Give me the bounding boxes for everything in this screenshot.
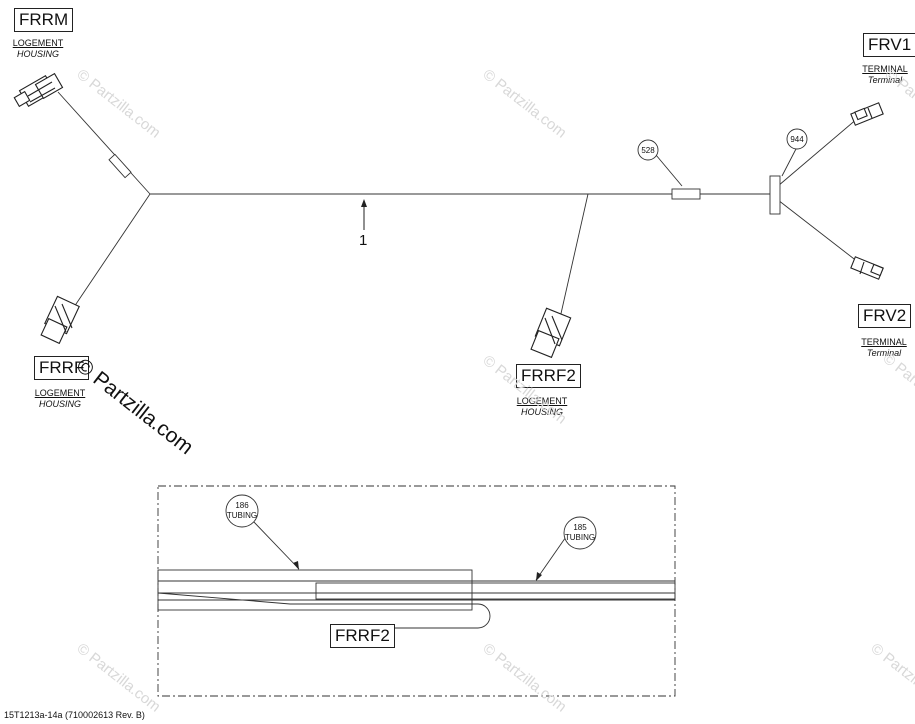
- frv1-desc-en: Terminal: [867, 75, 903, 85]
- frrf2-desc-fr: LOGEMENT: [516, 396, 568, 406]
- frv1-terminal-icon: [850, 102, 884, 126]
- frrf-label: FRRF: [34, 356, 90, 380]
- frv2-terminal-icon: [850, 256, 884, 280]
- frrm-desc-en: HOUSING: [16, 49, 59, 59]
- part-1-label: 1: [359, 232, 368, 249]
- callout-944-circle: [786, 128, 808, 150]
- tubing-185-outline: [315, 582, 676, 600]
- harness-wires: [57, 91, 859, 319]
- callout-528: 528: [641, 146, 655, 155]
- frv1-desc: TERMINAL Terminal: [856, 64, 914, 86]
- drawing-reference: 15T1213a-14a (710002613 Rev. B): [4, 710, 145, 720]
- callout-528-circle: [637, 139, 659, 161]
- frrf-desc: LOGEMENT HOUSING: [28, 388, 92, 410]
- callout-186: 186 TUBING: [226, 501, 258, 521]
- frrf-desc-en: HOUSING: [38, 399, 81, 409]
- sleeve-main: [671, 188, 701, 200]
- frrf2-desc-en: HOUSING: [520, 407, 563, 417]
- callout-185: 185 TUBING: [564, 523, 596, 543]
- callout-186-circle: [225, 494, 259, 528]
- frv2-desc-fr: TERMINAL: [861, 337, 907, 347]
- frv2-label: FRV2: [858, 304, 912, 328]
- frrf-desc-fr: LOGEMENT: [34, 388, 86, 398]
- frrm-connector-icon: [13, 72, 64, 108]
- callout-185-circle: [563, 516, 597, 550]
- frrm-desc-fr: LOGEMENT: [12, 38, 64, 48]
- frv1-label: FRV1: [863, 33, 915, 57]
- frrm-desc: LOGEMENT HOUSING: [6, 38, 70, 60]
- frv2-desc-en: Terminal: [866, 348, 902, 358]
- frrf2-desc: LOGEMENT HOUSING: [510, 396, 574, 418]
- frrf2-label: FRRF2: [516, 364, 581, 388]
- frv1-desc-fr: TERMINAL: [862, 64, 908, 74]
- callout-185-label: TUBING: [564, 533, 596, 542]
- callout-186-num: 186: [235, 501, 249, 510]
- sleeve-frrm-branch: [108, 153, 132, 179]
- callout-185-num: 185: [573, 523, 587, 532]
- detail-view: [157, 485, 676, 697]
- callout-944: 944: [790, 135, 804, 144]
- junction-block: [769, 175, 781, 215]
- detail-frrf2-label: FRRF2: [330, 624, 395, 648]
- frv2-desc: TERMINAL Terminal: [852, 337, 915, 359]
- tubing-186-outline: [157, 569, 473, 611]
- frrm-label: FRRM: [14, 8, 74, 32]
- frrf2-connector-icon: [530, 307, 572, 359]
- callout-186-label: TUBING: [226, 511, 258, 520]
- frrf-connector-icon: [40, 295, 80, 345]
